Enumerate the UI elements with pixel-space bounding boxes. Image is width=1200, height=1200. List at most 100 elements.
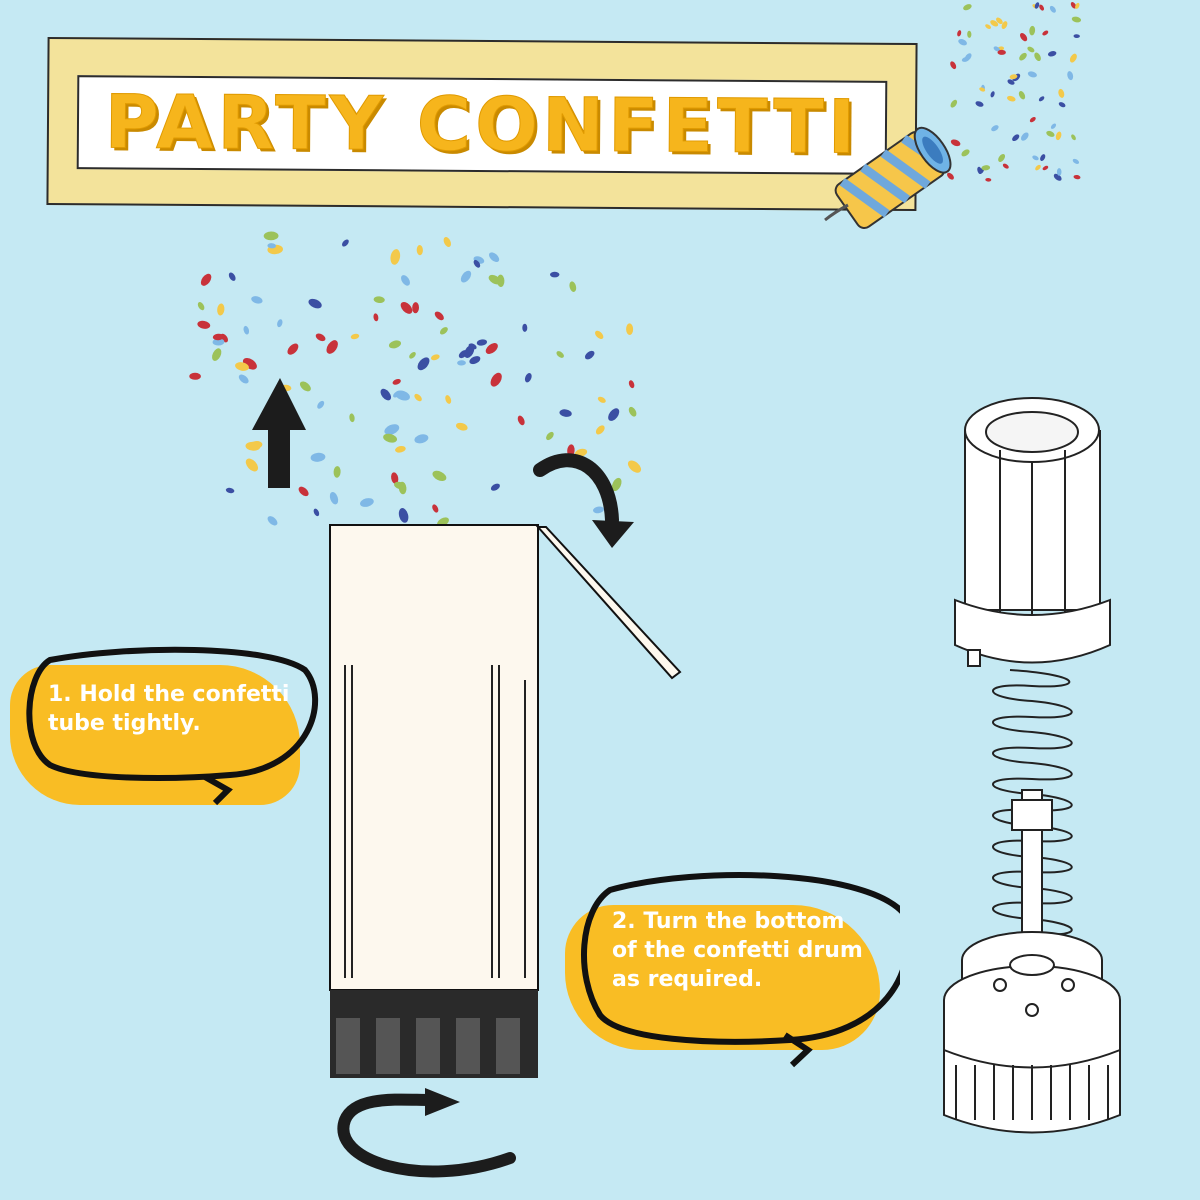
confetti-piece <box>979 87 986 92</box>
confetti-piece <box>200 273 212 286</box>
confetti-piece <box>409 352 416 359</box>
confetti-piece <box>249 441 263 449</box>
confetti-piece <box>628 406 637 417</box>
confetti-piece <box>217 303 225 316</box>
confetti-piece <box>400 301 413 314</box>
confetti-piece <box>393 391 401 398</box>
step-1-blob <box>10 665 300 805</box>
confetti-piece <box>238 374 249 384</box>
confetti-piece <box>473 259 481 268</box>
confetti-piece <box>993 46 1001 52</box>
confetti-piece <box>460 270 472 283</box>
confetti-piece <box>245 458 259 472</box>
confetti-piece <box>517 415 525 426</box>
confetti-piece <box>416 245 423 256</box>
confetti-piece <box>267 243 276 249</box>
arrow-up-icon <box>252 378 306 488</box>
confetti-piece <box>189 372 201 380</box>
confetti-piece <box>961 149 970 157</box>
confetti-piece <box>559 409 572 417</box>
confetti-piece <box>1002 163 1009 169</box>
confetti-piece <box>391 472 399 484</box>
confetti-piece <box>1034 52 1041 62</box>
confetti-piece <box>1075 2 1080 9</box>
confetti-piece <box>981 165 991 171</box>
confetti-piece <box>985 177 992 182</box>
confetti-piece <box>197 320 211 329</box>
confetti-piece <box>394 481 406 490</box>
confetti-piece <box>212 348 222 361</box>
confetti-piece <box>1029 116 1036 123</box>
confetti-piece <box>1040 154 1046 162</box>
step-1-line-1: 1. Hold the confetti <box>48 682 290 707</box>
confetti-piece <box>1012 134 1020 142</box>
rotate-arrow-icon <box>337 1088 516 1178</box>
confetti-piece <box>388 340 402 349</box>
step-2-line-1: 2. Turn the bottom <box>612 909 845 934</box>
confetti-piece <box>350 333 360 340</box>
confetti-piece <box>1029 25 1036 36</box>
step-1-outline <box>26 646 319 806</box>
confetti-piece <box>434 311 444 321</box>
confetti-piece <box>1007 95 1016 102</box>
confetti-piece <box>1020 132 1029 141</box>
confetti-piece <box>1039 4 1045 11</box>
confetti-piece <box>963 4 972 11</box>
confetti-piece <box>383 433 398 443</box>
confetti-piece <box>546 431 554 441</box>
confetti-piece <box>584 350 595 360</box>
confetti-piece <box>235 362 249 371</box>
confetti-piece <box>1001 21 1008 30</box>
confetti-piece <box>263 231 279 241</box>
confetti-piece <box>998 154 1006 162</box>
spring-mechanism-icon <box>943 397 1121 1134</box>
confetti-piece <box>333 466 341 478</box>
confetti-piece <box>439 327 448 335</box>
confetti-piece <box>1056 168 1062 176</box>
confetti-piece <box>595 425 605 435</box>
confetti-piece <box>593 506 604 514</box>
confetti-piece <box>197 301 205 311</box>
confetti-piece <box>1067 71 1074 81</box>
confetti-piece <box>488 274 501 285</box>
confetti-piece <box>310 452 326 462</box>
confetti-piece <box>950 139 961 147</box>
confetti-piece <box>1019 52 1027 61</box>
step-2-outline <box>581 872 900 1068</box>
confetti-cloud <box>189 231 642 527</box>
step-2-line-2: of the confetti drum <box>612 938 863 963</box>
confetti-piece <box>1069 53 1077 63</box>
confetti-piece <box>417 357 430 371</box>
confetti-piece <box>1009 74 1018 80</box>
confetti-piece <box>373 296 385 304</box>
confetti-piece <box>251 296 263 304</box>
curved-arrow-icon <box>533 453 634 548</box>
confetti-piece <box>390 249 401 265</box>
confetti-piece <box>212 338 225 346</box>
confetti-piece <box>1049 5 1056 13</box>
confetti-piece <box>597 396 606 403</box>
confetti-piece <box>225 487 235 494</box>
confetti-piece <box>469 356 481 365</box>
confetti-piece <box>455 422 468 431</box>
confetti-tube <box>329 524 682 1078</box>
popper-confetti <box>947 2 1082 182</box>
confetti-piece <box>957 30 962 37</box>
confetti-piece <box>1038 96 1045 102</box>
step-2-line-3: as required. <box>612 967 763 992</box>
confetti-piece <box>490 483 500 491</box>
confetti-piece <box>468 343 477 350</box>
confetti-piece <box>1034 2 1040 9</box>
confetti-piece <box>1046 130 1055 137</box>
confetti-piece <box>550 271 560 278</box>
confetti-piece <box>267 516 278 526</box>
confetti-piece <box>489 252 500 263</box>
confetti-piece <box>1027 71 1037 78</box>
confetti-piece <box>1058 88 1065 98</box>
confetti-piece <box>964 53 972 61</box>
confetti-piece <box>329 492 339 505</box>
confetti-piece <box>947 172 954 180</box>
confetti-piece <box>950 99 958 108</box>
confetti-piece <box>1042 30 1049 36</box>
confetti-piece <box>299 381 311 392</box>
